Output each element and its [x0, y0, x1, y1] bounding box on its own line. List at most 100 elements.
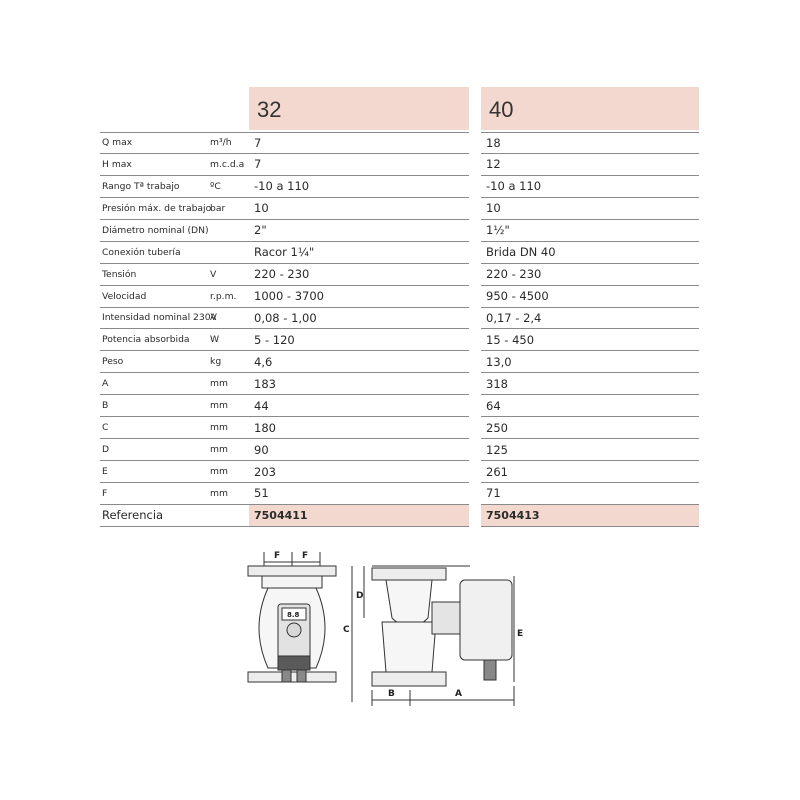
dim-label-f: F	[302, 551, 308, 561]
value-40: 64	[486, 398, 501, 413]
value-32: 5 - 120	[254, 332, 295, 347]
model-header-32: 32	[249, 87, 469, 130]
value-32: 7	[254, 135, 262, 150]
spec-label: Presión máx. de trabajo	[102, 202, 212, 214]
value-40: 950 - 4500	[486, 289, 549, 304]
spec-label: D	[102, 444, 110, 456]
value-40: 10	[486, 201, 501, 216]
cable-gland	[281, 669, 292, 683]
side-top-flange	[371, 567, 447, 581]
spec-unit: kg	[210, 356, 222, 368]
spec-label: Q max	[102, 137, 133, 149]
spec-label: Intensidad nominal 230V	[102, 312, 217, 324]
table-row: Q max m³/h 7 18	[100, 132, 699, 154]
spec-unit: V	[210, 268, 217, 280]
value-32: 44	[254, 398, 269, 413]
dim-label-f: F	[274, 551, 280, 561]
value-40: 220 - 230	[486, 267, 542, 282]
spec-unit: mm	[210, 422, 228, 434]
model-header-40: 40	[481, 87, 699, 130]
spec-label: E	[102, 466, 108, 478]
volute-upper	[385, 579, 433, 628]
value-32: 1000 - 3700	[254, 289, 324, 304]
value-40: 318	[486, 376, 508, 391]
spec-unit: mm	[210, 378, 228, 390]
spec-label: Conexión tubería	[102, 246, 181, 258]
value-32: 7	[254, 157, 262, 172]
reference-32: 7504411	[254, 508, 308, 522]
spec-label: B	[102, 400, 109, 412]
table-row: Velocidad r.p.m. 1000 - 3700 950 - 4500	[100, 284, 699, 308]
control-head	[459, 579, 513, 661]
spec-label: Peso	[102, 356, 124, 368]
pump-drawing: F F D C E B A 8.8	[240, 540, 530, 719]
spec-label: Tensión	[102, 268, 137, 280]
display-readout: 8.8	[287, 611, 300, 619]
top-flange	[247, 565, 337, 577]
value-40: 12	[486, 157, 501, 172]
spec-unit: mm	[210, 444, 228, 456]
value-32: 2"	[254, 223, 267, 238]
display-panel	[281, 607, 307, 621]
reference-label: Referencia	[102, 508, 164, 523]
bottom-flange	[247, 671, 337, 683]
spec-unit: mm	[210, 400, 228, 412]
spec-unit: r.p.m.	[210, 290, 237, 302]
value-32: 0,08 - 1,00	[254, 310, 317, 325]
spec-label: Velocidad	[102, 290, 147, 302]
volute-lower	[381, 621, 437, 673]
table-row: H max m.c.d.a 7 12	[100, 152, 699, 176]
dim-label-d: D	[356, 591, 363, 601]
spec-unit: mm	[210, 487, 228, 499]
dim-label-c: C	[343, 625, 350, 635]
spec-unit: m³/h	[210, 137, 232, 149]
spec-label: C	[102, 422, 109, 434]
table-row: Peso kg 4,6 13,0	[100, 350, 699, 374]
spec-unit: A	[210, 312, 217, 324]
electrical-box	[277, 655, 311, 671]
value-40: 13,0	[486, 354, 512, 369]
side-cable-gland	[483, 659, 497, 681]
cable-gland	[296, 669, 307, 683]
speed-selector	[286, 622, 302, 638]
spec-label: Rango Tª trabajo	[102, 180, 180, 192]
spec-unit: ºC	[210, 180, 221, 192]
value-40: 125	[486, 442, 508, 457]
value-40: -10 a 110	[486, 179, 542, 194]
spec-label: A	[102, 378, 109, 390]
spec-label: Diámetro nominal (DN)	[102, 224, 209, 236]
spec-unit: mm	[210, 466, 228, 478]
spec-unit: bar	[210, 202, 226, 214]
pump-technical-drawing: F F D C E B A 8.8	[247, 551, 523, 706]
table-row: Rango Tª trabajo ºC -10 a 110 -10 a 110	[100, 174, 699, 198]
value-40: Brida DN 40	[486, 245, 556, 260]
value-32: -10 a 110	[254, 179, 310, 194]
value-40: 18	[486, 135, 501, 150]
table-row: Potencia absorbida W 5 - 120 15 - 450	[100, 328, 699, 352]
side-bottom-flange	[371, 671, 447, 687]
spec-label: F	[102, 487, 108, 499]
spec-unit: W	[210, 334, 220, 346]
value-32: 90	[254, 442, 269, 457]
pipe-connector	[261, 575, 323, 589]
value-40: 15 - 450	[486, 332, 535, 347]
value-40: 71	[486, 486, 501, 501]
spec-label: H max	[102, 158, 132, 170]
dim-label-b: B	[388, 689, 395, 699]
value-40: 261	[486, 464, 508, 479]
reference-40: 7504413	[486, 508, 540, 522]
value-40: 250	[486, 420, 508, 435]
spec-unit: m.c.d.a	[210, 158, 245, 170]
value-32: 4,6	[254, 354, 273, 369]
spec-label: Potencia absorbida	[102, 334, 190, 346]
dim-label-e: E	[517, 629, 523, 639]
